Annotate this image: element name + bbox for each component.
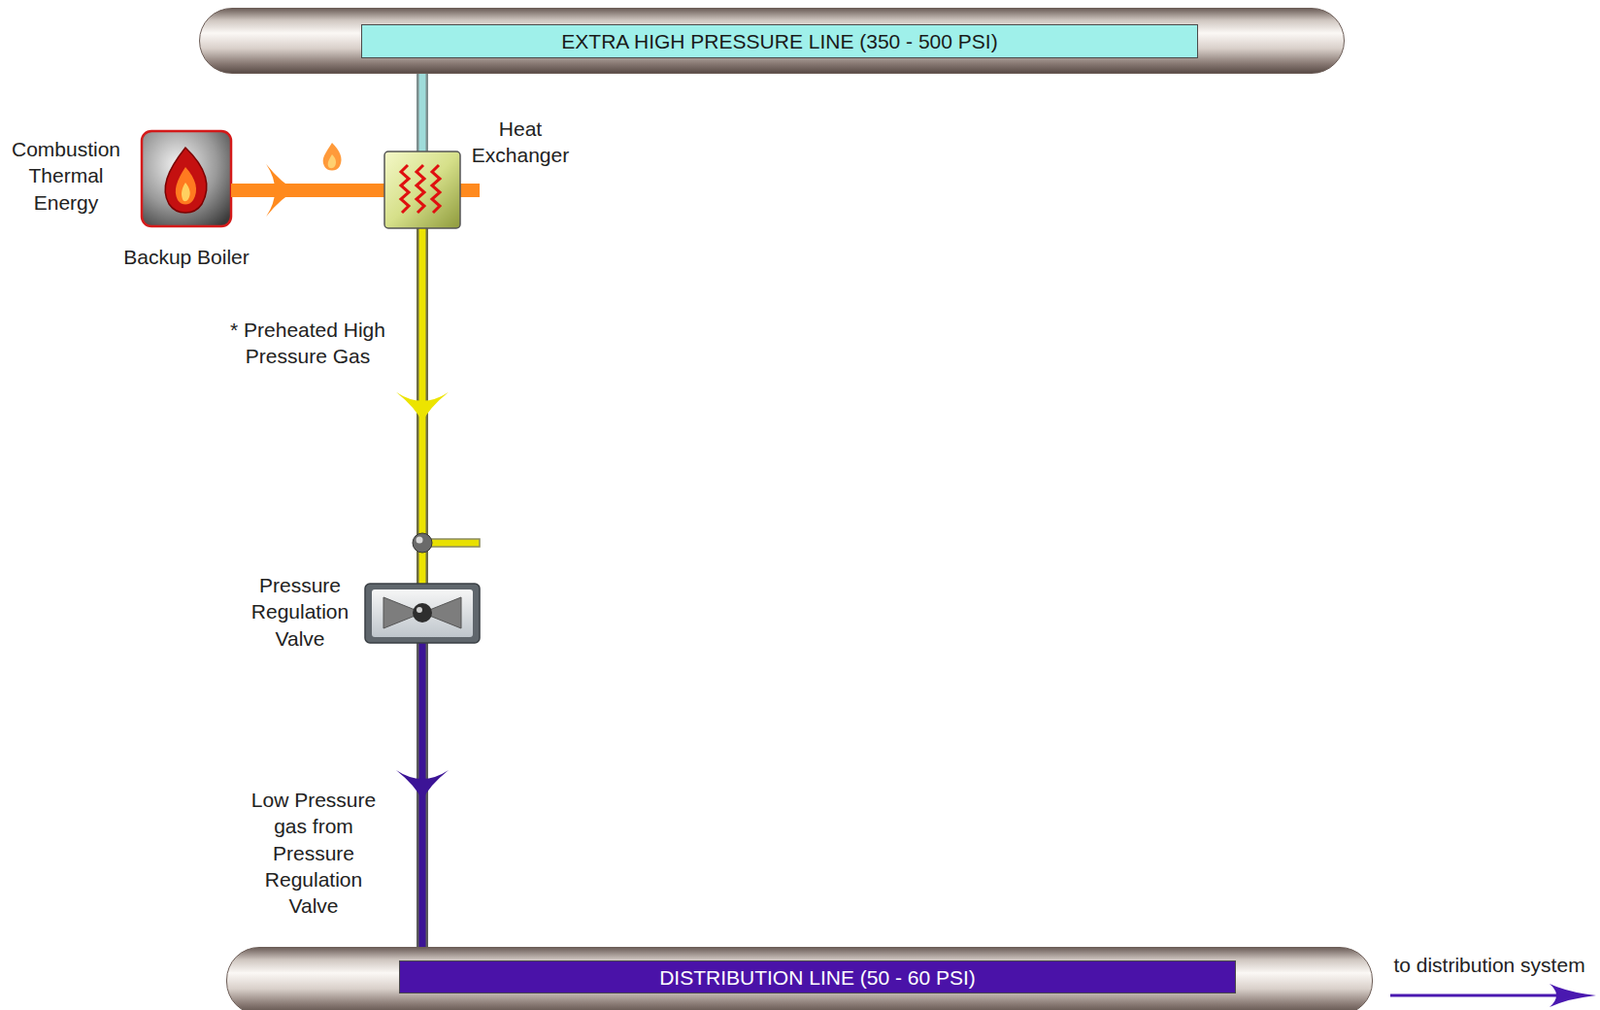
pipe-core [419, 73, 427, 152]
heat-exchanger-box: Heat Exchanger [384, 151, 461, 229]
pipe-core [419, 228, 427, 584]
pipe-outline [416, 228, 429, 584]
pipe-core [419, 642, 427, 947]
pipe-outline [416, 73, 429, 152]
gas-pipe [422, 73, 424, 152]
pipe-outline [231, 183, 385, 198]
valve-box: Pressure Regulation Valve [365, 583, 480, 643]
heat-exchanger-symbol [384, 151, 461, 229]
boiler-icon [141, 131, 232, 227]
flow-note: Low Pressure gas from Pressure Regulatio… [240, 786, 387, 919]
equipment-label: Heat Exchanger [466, 115, 575, 169]
valve-symbol [365, 583, 480, 643]
flame-icon [323, 142, 342, 171]
pipe-band: EXTRA HIGH PRESSURE LINE (350 - 500 PSI) [199, 7, 1345, 74]
line-title: EXTRA HIGH PRESSURE LINE (350 - 500 PSI) [361, 24, 1199, 59]
gas-pipe [231, 190, 385, 192]
outflow-arrow [1390, 983, 1597, 1007]
equipment-label: Pressure Regulation Valve [242, 571, 358, 652]
equipment-label: Backup Boiler [102, 243, 270, 270]
flow-note: to distribution system [1382, 951, 1597, 978]
pipe-core [231, 183, 385, 198]
gas-pipe [422, 228, 424, 584]
flow-note: * Preheated High Pressure Gas [215, 316, 400, 370]
junction-dot [412, 533, 433, 553]
line-title: DISTRIBUTION LINE (50 - 60 PSI) [399, 960, 1236, 994]
flow-note: Combustion Thermal Energy [5, 135, 127, 216]
pipe-band: DISTRIBUTION LINE (50 - 60 PSI) [226, 946, 1373, 1010]
boiler-box: Backup Boiler [141, 131, 232, 227]
pipe-outline [416, 642, 429, 947]
gas-pipe [422, 642, 424, 947]
